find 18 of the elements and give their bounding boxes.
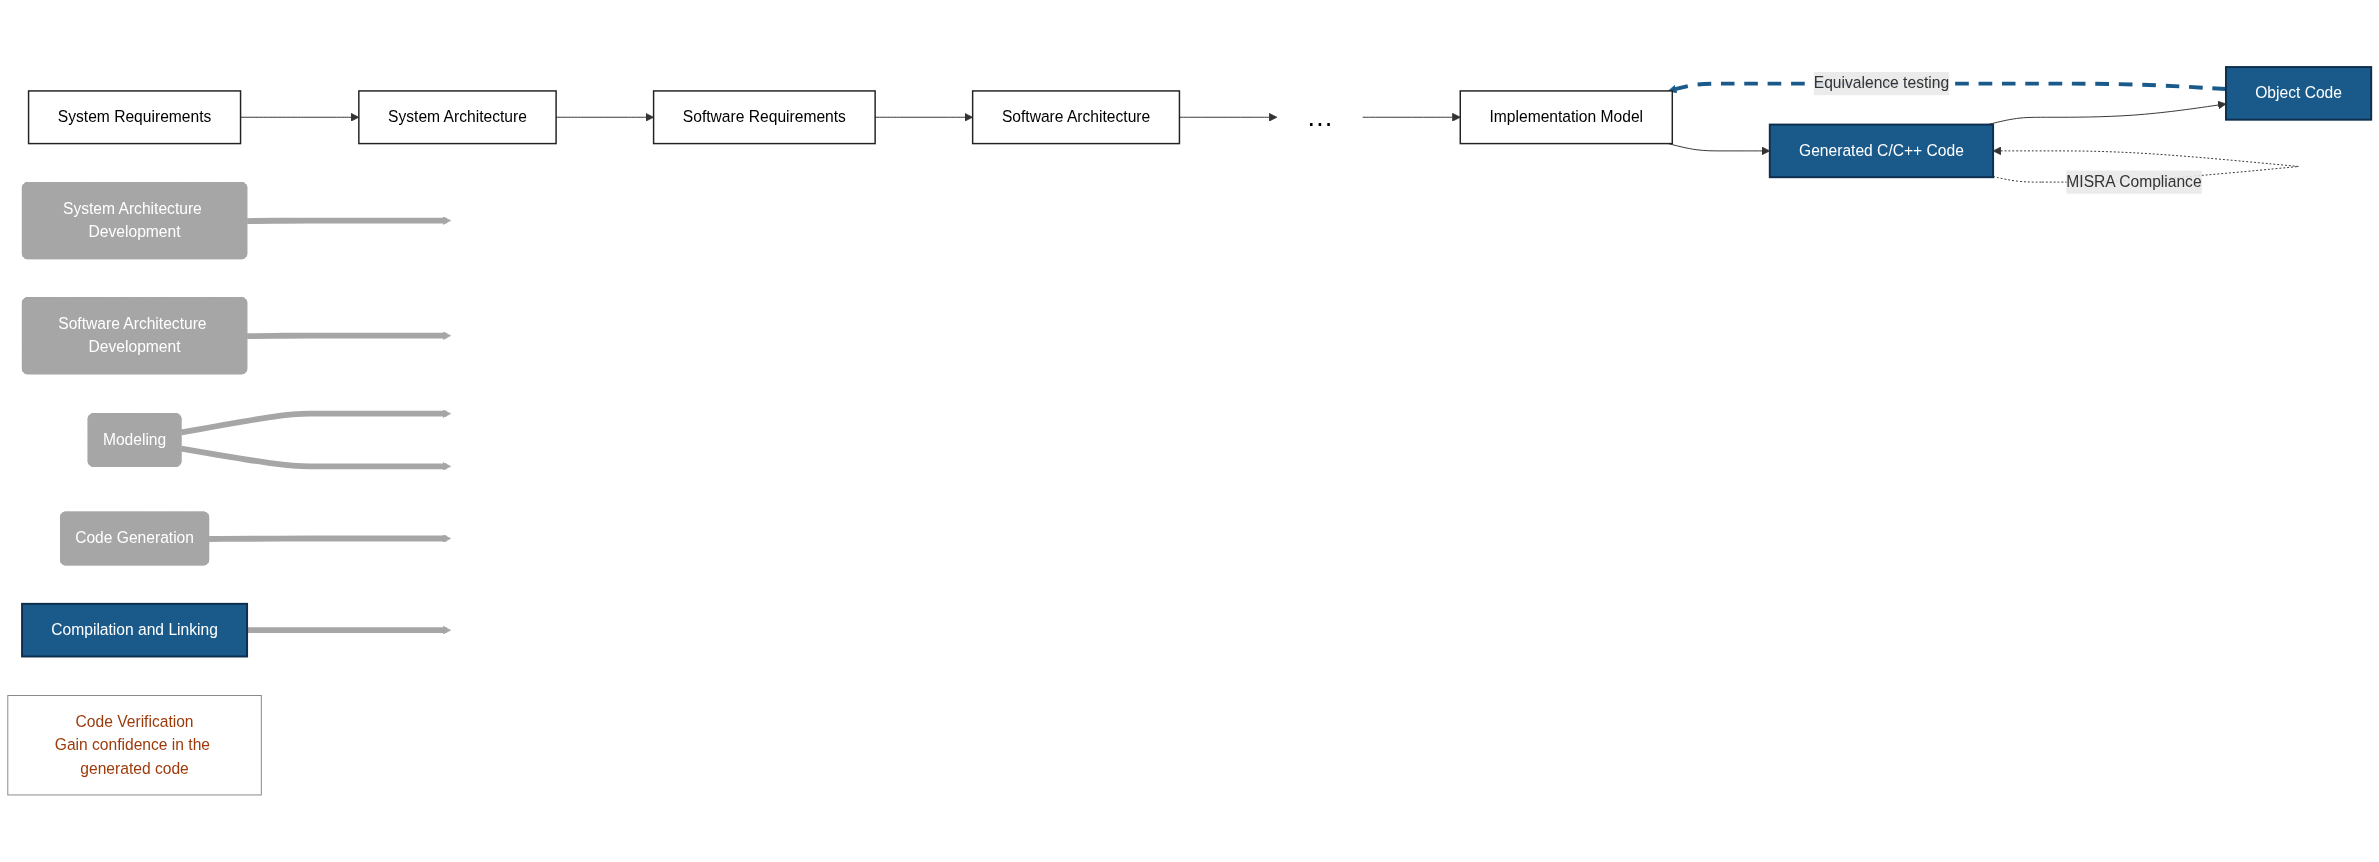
arrow (209, 534, 452, 543)
node-box: Code Verification Gain confidence in the generated code (7, 695, 262, 796)
edge-label: Equivalence testing (1813, 74, 1950, 92)
node-text: … (1306, 101, 1334, 132)
node-box: Software Architecture (971, 90, 1181, 145)
arrow (247, 331, 452, 340)
node-box: Software Requirements (652, 90, 876, 145)
arrow (247, 216, 452, 225)
node-box: Generated C/C++ Code (1768, 123, 1995, 179)
node-box: Implementation Model (1459, 90, 1673, 145)
node-box: System Architecture (358, 90, 557, 145)
arrow (180, 445, 452, 471)
arrow (247, 625, 452, 635)
node-box: Object Code (2225, 66, 2373, 121)
arrow (180, 409, 452, 436)
node-box: Compilation and Linking (21, 602, 249, 658)
edge-label: MISRA Compliance (2066, 173, 2202, 190)
node-box: System Requirements (27, 90, 242, 145)
